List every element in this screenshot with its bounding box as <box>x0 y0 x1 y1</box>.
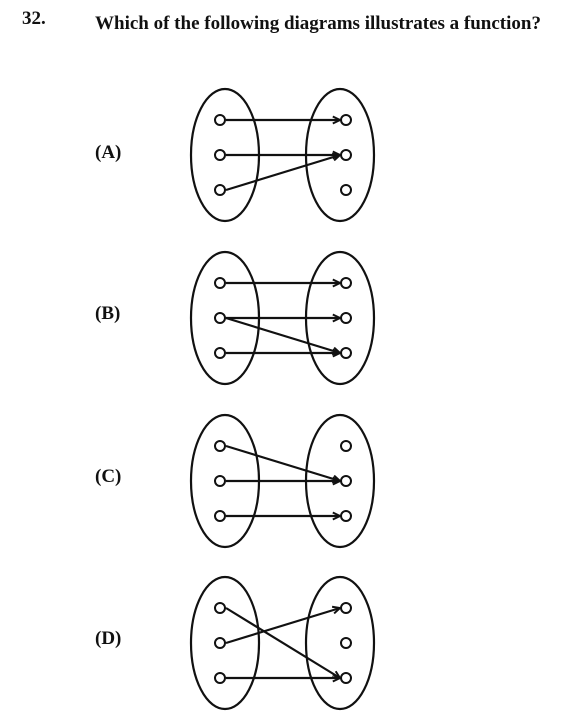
option-a-mapping-diagram <box>189 87 376 223</box>
option-b-mapping-diagram <box>189 250 376 386</box>
mapping-arrowhead <box>332 511 343 521</box>
mapping-arrowhead <box>332 476 343 486</box>
range-point <box>340 440 352 452</box>
range-point <box>340 510 352 522</box>
mapping-arrowhead <box>331 152 343 162</box>
mapping-arrowhead <box>331 605 343 615</box>
option-c-mapping-diagram <box>189 413 376 549</box>
option-d-mapping-diagram <box>189 575 376 711</box>
question-number: 32. <box>22 8 46 29</box>
domain-point <box>214 347 226 359</box>
range-point <box>340 637 352 649</box>
range-point <box>340 277 352 289</box>
option-d-label: (D) <box>95 628 122 649</box>
domain-point <box>214 672 226 684</box>
domain-point <box>214 510 226 522</box>
domain-point <box>214 184 226 196</box>
range-oval <box>304 575 376 711</box>
mapping-arrowhead <box>332 673 343 683</box>
option-b-label: (B) <box>95 303 121 324</box>
mapping-arrowhead <box>332 313 343 323</box>
domain-oval <box>189 575 261 711</box>
mapping-arrow-line <box>225 606 341 645</box>
mapping-arrow-line <box>225 316 341 355</box>
mapping-arrowhead <box>332 115 343 125</box>
option-c-label: (C) <box>95 466 122 487</box>
range-point <box>340 602 352 614</box>
mapping-arrow-line <box>225 444 341 483</box>
range-point <box>340 149 352 161</box>
mapping-arrowhead <box>332 348 343 358</box>
domain-point <box>214 312 226 324</box>
domain-point <box>214 149 226 161</box>
range-point <box>340 184 352 196</box>
range-point <box>340 114 352 126</box>
domain-point <box>214 602 226 614</box>
range-point <box>340 672 352 684</box>
mapping-arrow-line <box>225 153 341 192</box>
domain-point <box>214 637 226 649</box>
domain-point <box>214 277 226 289</box>
mapping-arrow-line <box>225 607 341 679</box>
range-point <box>340 312 352 324</box>
range-point <box>340 347 352 359</box>
domain-point <box>214 114 226 126</box>
range-point <box>340 475 352 487</box>
domain-point <box>214 475 226 487</box>
domain-point <box>214 440 226 452</box>
option-a-label: (A) <box>95 142 122 163</box>
question-text: Which of the following diagrams illustra… <box>95 13 541 34</box>
mapping-arrowhead <box>332 278 343 288</box>
